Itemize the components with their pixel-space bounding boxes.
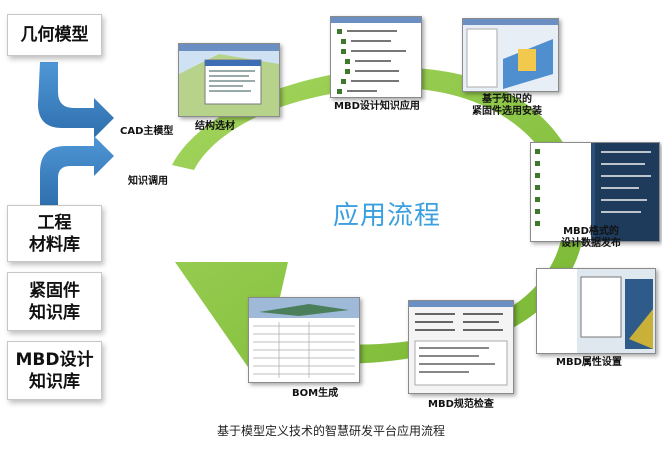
mbd-design-screenshot [330, 16, 422, 98]
center-title: 应用流程 [333, 201, 442, 231]
green-cycle-arrow [172, 67, 586, 371]
geometry-model-label: 几何模型 [20, 25, 89, 45]
dialog-thumbnail [409, 301, 513, 393]
library-line1: 工程 [37, 212, 72, 233]
library-line1: 紧固件 [29, 280, 80, 301]
cad-window-thumbnail [537, 269, 655, 353]
cad-master-model-label: CAD主模型 [120, 126, 174, 137]
library-line2: 知识库 [29, 371, 80, 392]
step-mbd-attribute: MBD属性设置 [556, 357, 622, 368]
step-mbd-standard-check: MBD规范检查 [428, 399, 494, 410]
structure-selection-screenshot [178, 43, 280, 117]
mbd-design-knowledge-library-box: MBD设计 知识库 [7, 341, 102, 400]
engineering-material-library-box: 工程 材料库 [7, 205, 102, 262]
table-window-thumbnail [249, 298, 359, 382]
library-line2: 知识库 [29, 302, 80, 323]
cad-window-thumbnail [463, 19, 558, 91]
step-bom-generation: BOM生成 [292, 388, 339, 399]
mbd-standard-check-screenshot [408, 300, 514, 394]
bom-generation-screenshot [248, 297, 360, 383]
knowledge-call-label: 知识调用 [128, 176, 168, 187]
tree-window-thumbnail [331, 17, 421, 97]
fastener-install-screenshot [462, 18, 559, 92]
figure-caption: 基于模型定义技术的智慧研发平台应用流程 [216, 424, 445, 438]
step-structure-selection: 结构选材 [195, 121, 235, 132]
step-mbd-format-data: MBD格式的 设计数据发布 [561, 226, 621, 249]
step-mbd-design-knowledge: MBD设计知识应用 [334, 101, 420, 112]
cad-window-thumbnail [179, 44, 279, 116]
geometry-model-box: 几何模型 [7, 14, 102, 56]
step-fastener-install: 基于知识的 紧固件选用安装 [472, 94, 542, 117]
tree-window-thumbnail [531, 143, 659, 241]
mbd-format-data-screenshot [530, 142, 660, 242]
fastener-knowledge-library-box: 紧固件 知识库 [7, 272, 102, 331]
blue-arrow-to-cad [38, 62, 114, 138]
library-line2: 材料库 [29, 234, 80, 255]
blue-arrow-to-knowledge [40, 136, 114, 205]
library-line1: MBD设计 [15, 349, 94, 370]
mbd-attribute-screenshot [536, 268, 656, 354]
